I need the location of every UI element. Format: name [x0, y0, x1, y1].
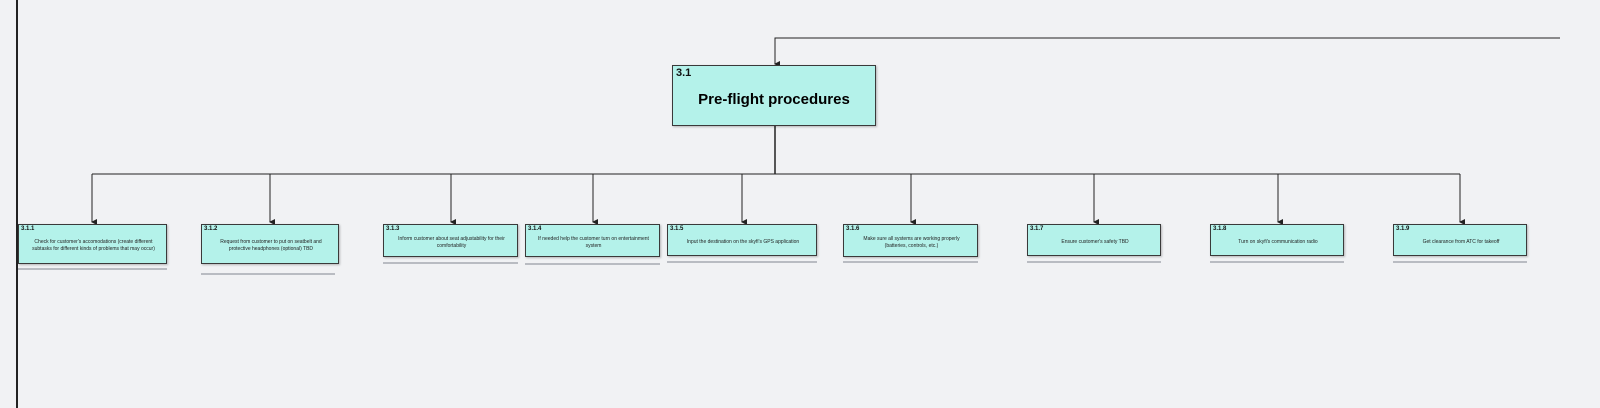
node-underline — [843, 261, 978, 263]
task-node-3-1-8[interactable]: 3.1.8 Turn on skyfi's communication radi… — [1210, 224, 1344, 256]
task-node-number: 3.1.8 — [1213, 226, 1227, 232]
task-node-3-1-2[interactable]: 3.1.2 Request from customer to put on se… — [201, 224, 339, 264]
task-node-number: 3.1.7 — [1030, 226, 1044, 232]
task-node-label: Inform customer about seat adjustability… — [398, 235, 505, 249]
task-node-number: 3.1.2 — [204, 226, 218, 232]
task-node-label: Get clearance from ATC for takeoff — [1422, 238, 1500, 245]
canvas-left-border — [16, 0, 18, 408]
node-underline — [201, 273, 335, 275]
root-node-number: 3.1 — [676, 67, 692, 79]
task-node-number: 3.1.5 — [670, 226, 684, 232]
task-node-label: Make sure all systems are working proper… — [863, 235, 960, 249]
node-underline — [1393, 261, 1527, 263]
task-node-number: 3.1.1 — [21, 226, 35, 232]
task-node-number: 3.1.9 — [1396, 226, 1410, 232]
node-underline — [18, 268, 167, 270]
task-node-3-1-9[interactable]: 3.1.9 Get clearance from ATC for takeoff — [1393, 224, 1527, 256]
task-node-label: If needed help the customer turn on ente… — [538, 235, 649, 249]
node-underline — [1027, 261, 1161, 263]
root-node[interactable]: 3.1 Pre-flight procedures — [672, 65, 876, 126]
task-node-3-1-3[interactable]: 3.1.3 Inform customer about seat adjusta… — [383, 224, 518, 257]
task-node-3-1-5[interactable]: 3.1.5 Input the destination on the skyfi… — [667, 224, 817, 256]
node-underline — [1210, 261, 1344, 263]
task-node-3-1-1[interactable]: 3.1.1 Check for customer's accomodations… — [18, 224, 167, 264]
node-underline — [667, 261, 817, 263]
task-node-number: 3.1.6 — [846, 226, 860, 232]
node-underline — [525, 263, 660, 265]
incoming-connector — [774, 37, 1560, 67]
task-node-3-1-4[interactable]: 3.1.4 If needed help the customer turn o… — [525, 224, 660, 257]
node-underline — [383, 262, 518, 264]
task-node-3-1-7[interactable]: 3.1.7 Ensure customer's safety TBD — [1027, 224, 1161, 256]
task-node-label: Input the destination on the skyfi's GPS… — [686, 238, 800, 245]
task-node-number: 3.1.3 — [386, 226, 400, 232]
task-node-number: 3.1.4 — [528, 226, 542, 232]
task-node-3-1-6[interactable]: 3.1.6 Make sure all systems are working … — [843, 224, 978, 257]
task-node-label: Ensure customer's safety TBD — [1061, 238, 1129, 245]
task-node-label: Request from customer to put on seatbelt… — [220, 239, 322, 252]
task-node-label: Check for customer's accomodations (crea… — [32, 239, 155, 252]
task-node-label: Turn on skyfi's communication radio — [1238, 238, 1318, 245]
root-node-label: Pre-flight procedures — [698, 90, 850, 108]
